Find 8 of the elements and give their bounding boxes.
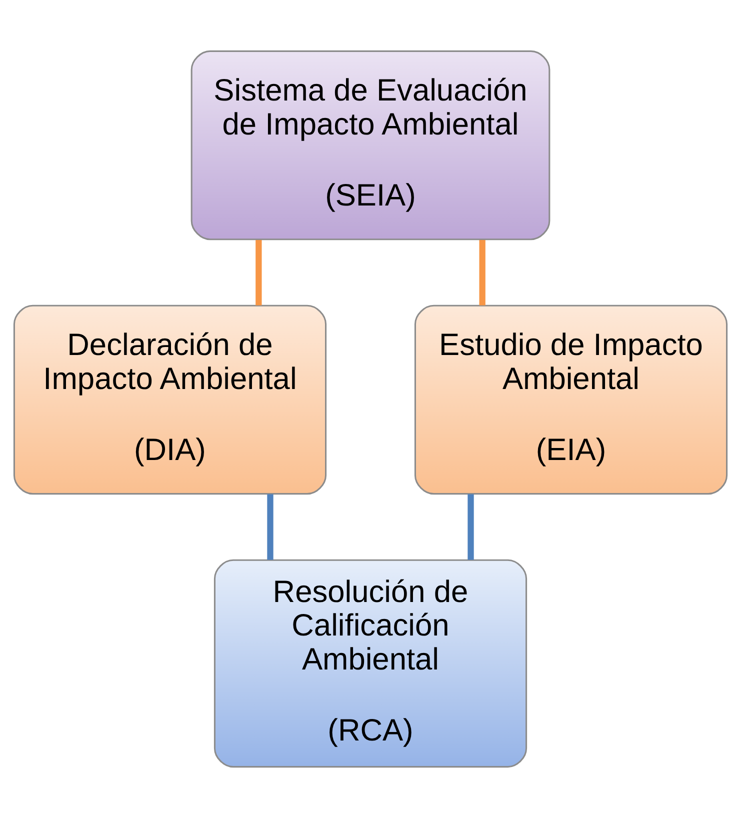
connector bbox=[267, 494, 274, 560]
node-box: Resolución de Calificación Ambiental (RCA) bbox=[214, 559, 528, 768]
connector bbox=[479, 240, 486, 306]
connector bbox=[468, 494, 474, 560]
connector bbox=[256, 240, 262, 306]
node-box: Declaración de Impacto Ambiental (DIA) bbox=[13, 304, 327, 495]
node-box: Estudio de Impacto Ambiental (EIA) bbox=[414, 304, 728, 495]
node-box: Sistema de Evaluación de Impacto Ambiental (SEIA) bbox=[190, 50, 550, 240]
